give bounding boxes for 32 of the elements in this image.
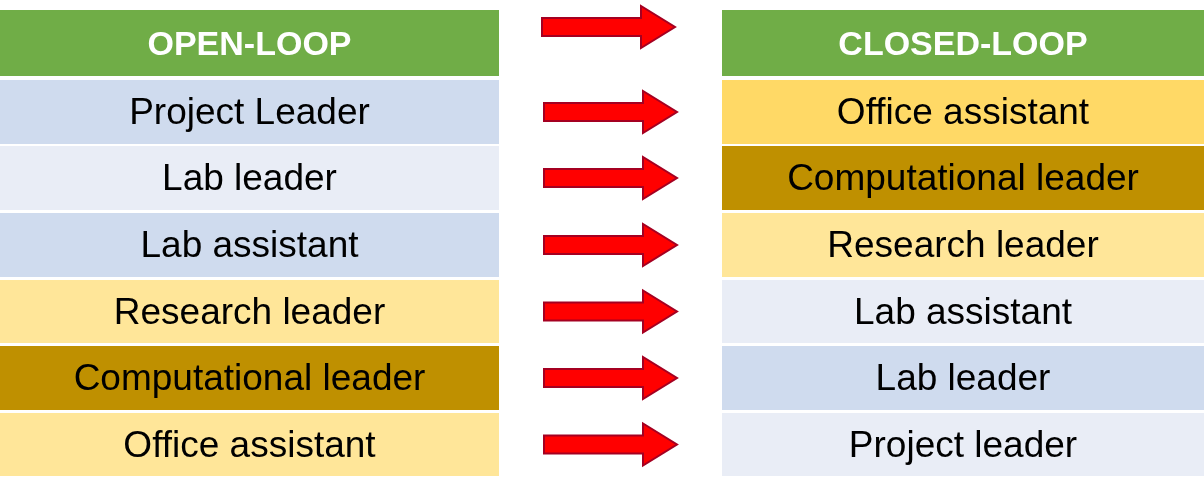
column-heading: OPEN-LOOP <box>147 23 352 63</box>
role-label: Lab leader <box>875 357 1051 399</box>
block-arrow <box>543 421 679 468</box>
role-cell <box>0 213 499 277</box>
block-arrow <box>543 155 679 201</box>
role-cell <box>722 80 1204 144</box>
header-cell <box>0 10 499 76</box>
block-arrow <box>541 4 677 50</box>
role-cell <box>722 346 1204 410</box>
block-arrow <box>543 222 679 268</box>
role-label: Project Leader <box>129 91 370 133</box>
block-arrow <box>543 89 679 135</box>
role-cell <box>722 146 1204 210</box>
role-label: Research leader <box>827 224 1099 266</box>
role-cell <box>0 280 499 343</box>
role-label: Lab leader <box>162 157 337 199</box>
block-arrow <box>543 355 679 401</box>
column-heading: CLOSED-LOOP <box>838 23 1088 63</box>
role-cell <box>0 346 499 410</box>
role-cell <box>0 80 499 144</box>
role-label: Project leader <box>848 423 1078 466</box>
role-label: Computational leader <box>787 157 1139 199</box>
role-cell <box>0 413 499 476</box>
role-label: Lab assistant <box>140 224 359 266</box>
role-label: Lab assistant <box>854 290 1072 333</box>
block-arrow <box>543 288 679 335</box>
role-label: Office assistant <box>123 423 376 466</box>
role-label: Computational leader <box>73 357 426 399</box>
role-label: Office assistant <box>836 91 1090 133</box>
header-cell <box>722 10 1204 76</box>
role-cell <box>722 213 1204 277</box>
role-label: Research leader <box>113 290 386 333</box>
